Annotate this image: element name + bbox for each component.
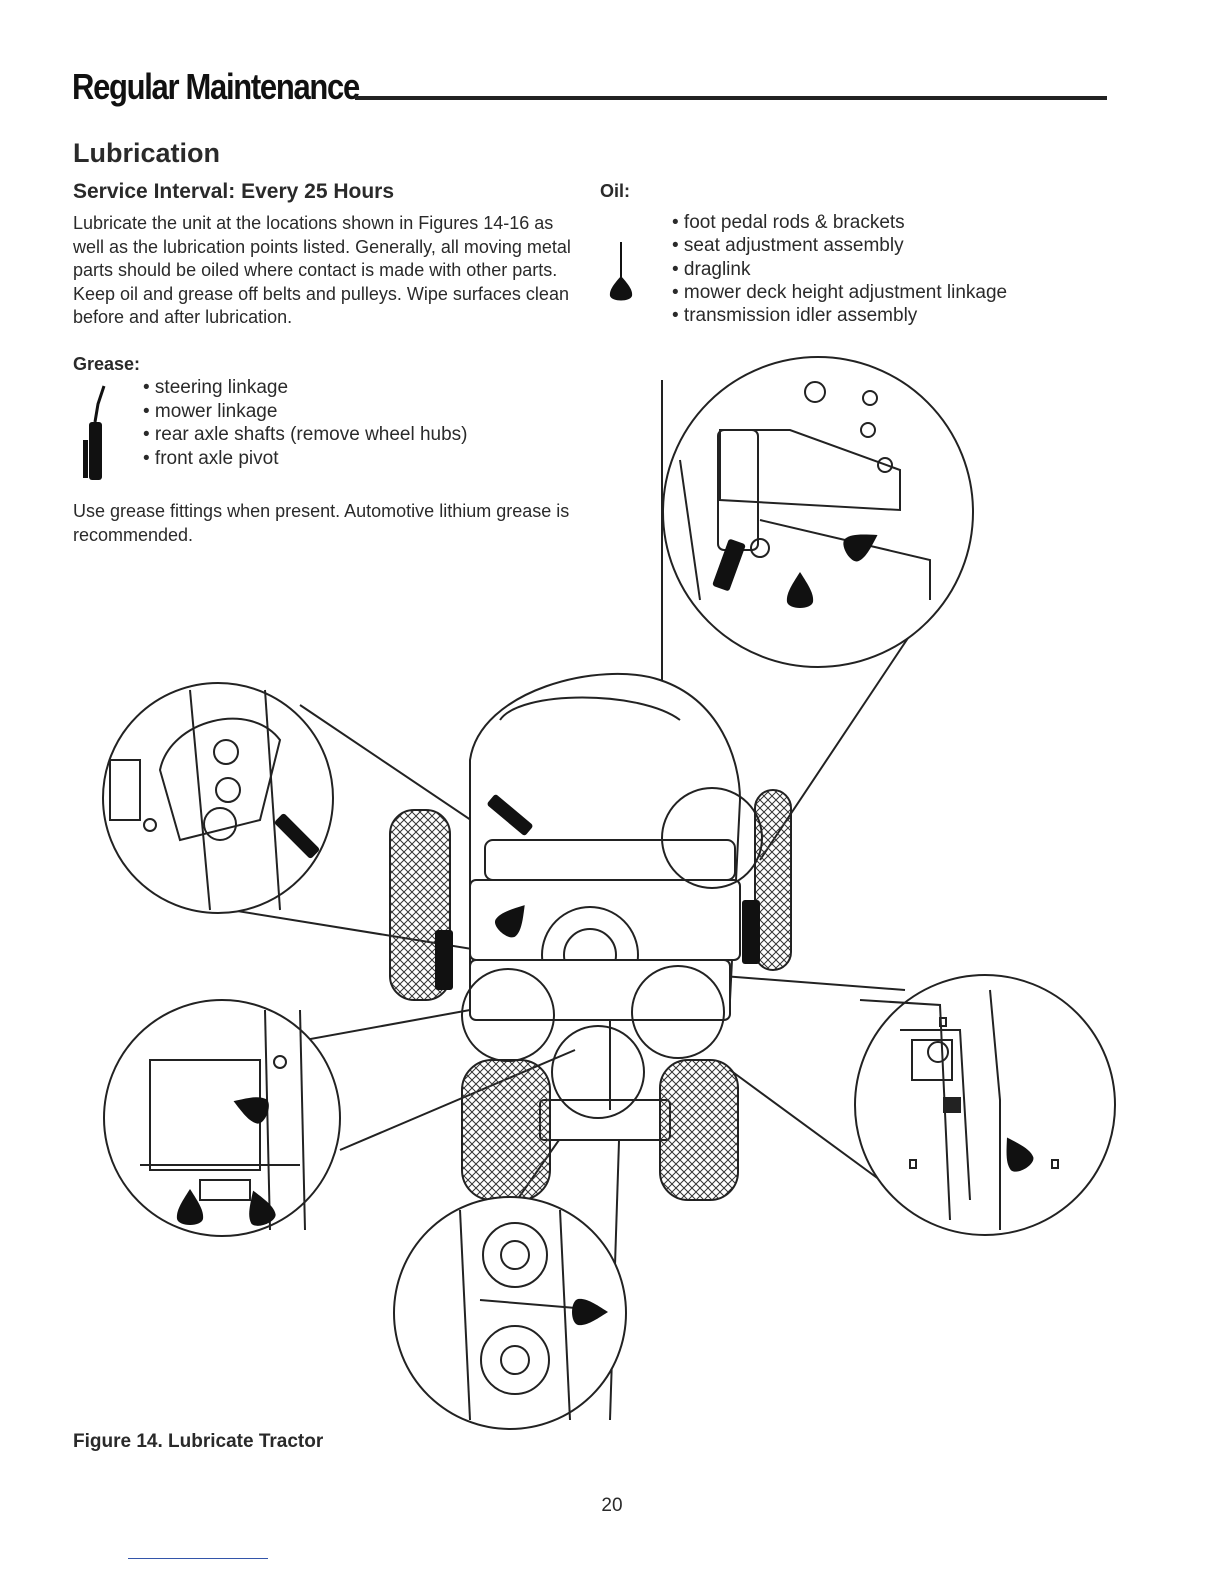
list-item: • draglink [672,258,751,280]
lubrication-instructions: Lubricate the unit at the locations show… [73,213,571,327]
detail-circle-steering [102,682,334,914]
grease-note: Use grease fittings when present. Automo… [73,501,570,545]
list-item: • mower linkage [143,400,278,422]
list-item: • front axle pivot [143,447,279,469]
header-title: Regular Maintenance [72,66,360,107]
header-rule [355,96,1107,100]
oil-label: Oil: [600,181,630,201]
detail-circle-axle [854,974,1116,1236]
list-item: • transmission idler assembly [672,305,918,327]
tractor-grease-guns [435,794,760,990]
section-title: Lubrication [73,138,220,168]
detail-circle-idler [393,1196,627,1430]
detail-circle-foot-pedal [662,356,974,668]
oil-can-icon [606,240,636,309]
tractor-tires [389,789,792,1201]
tractor-body [469,673,742,1141]
service-interval-title: Service Interval: Every 25 Hours [73,180,395,203]
grease-gun-icon [78,382,108,491]
footer-rule [128,1558,268,1559]
detail-markers [461,787,763,1119]
list-item: • seat adjustment assembly [672,235,904,257]
grease-label: Grease: [73,354,141,374]
list-item: • foot pedal rods & brackets [672,212,905,233]
list-item: • steering linkage [143,377,289,398]
oil-points-list: • foot pedal rods & brackets • seat adju… [672,211,1007,327]
grease-points-list: • steering linkage • mower linkage • rea… [143,376,468,470]
page-number: 20 [601,1495,623,1516]
figure-caption: Figure 14. Lubricate Tractor [73,1431,324,1452]
list-item: • mower deck height adjustment linkage [672,281,1008,303]
list-item: • rear axle shafts (remove wheel hubs) [143,424,468,445]
detail-circle-mower-linkage [103,999,341,1237]
